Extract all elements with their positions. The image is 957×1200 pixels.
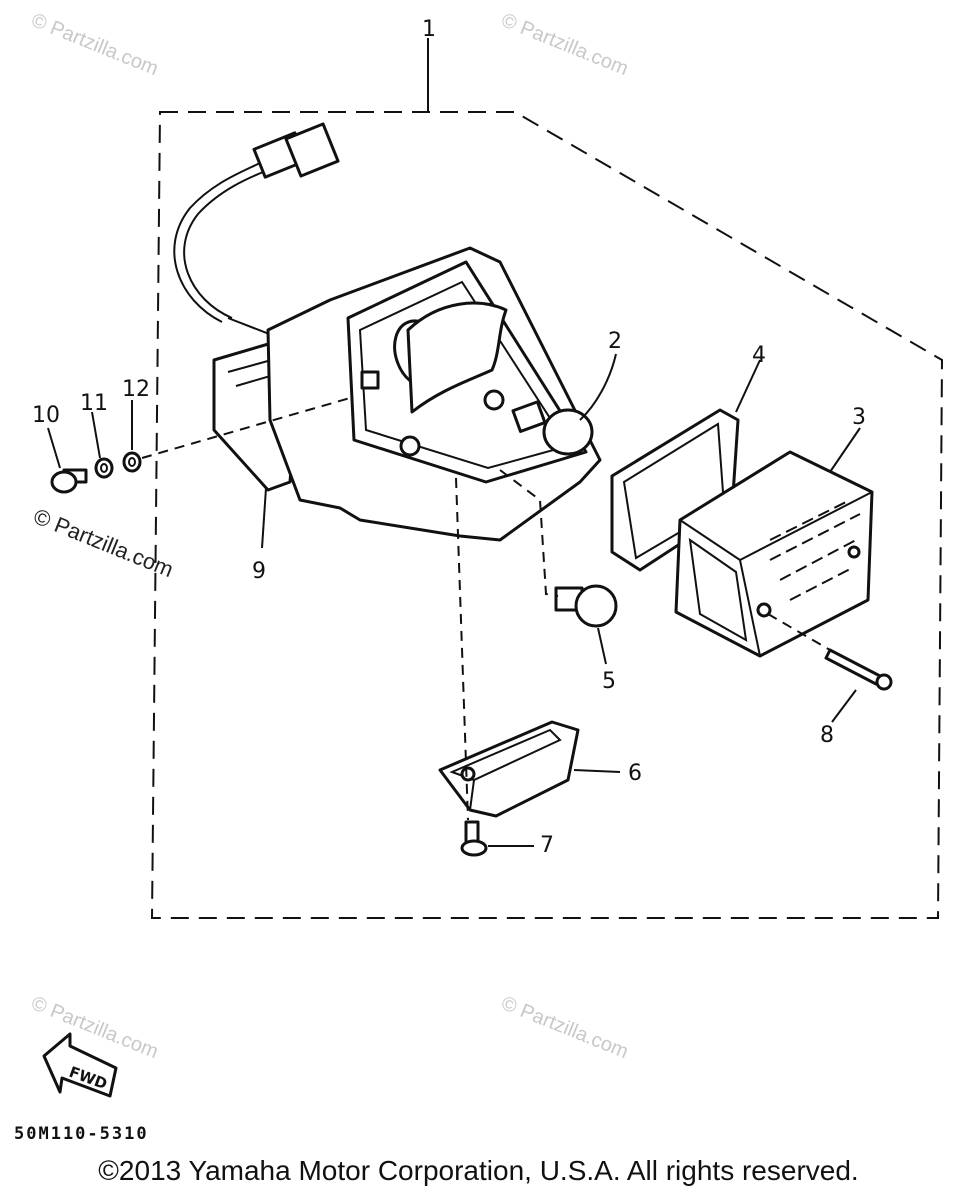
watermark-top-left: © Partzilla.com [28,9,161,80]
callout-10: 10 [32,403,60,428]
leader-7-dash [455,477,469,821]
leader-9 [261,487,267,549]
callout-9: 9 [252,559,266,584]
part-8-screw [824,648,893,691]
leader-8-dash [767,613,831,651]
part-10-screw [50,468,88,494]
callout-7: 7 [540,833,554,858]
part-7-screw [460,820,488,857]
leader-3 [829,427,861,473]
leader-5 [597,627,607,665]
leader-2 [579,353,617,421]
leader-hardware-dash [141,397,351,459]
part-11-washer [94,457,114,479]
callout-4: 4 [752,343,766,368]
copyright-notice: ©2013 Yamaha Motor Corporation, U.S.A. A… [98,1155,859,1186]
callout-12: 12 [122,377,150,402]
taillight-base [266,246,602,542]
part-2-bulb [511,400,594,456]
leader-5-dash [499,469,559,597]
watermark-bottom-right: © Partzilla.com [498,992,631,1063]
callout-8: 8 [820,723,834,748]
assembly-boundary [150,111,944,919]
callout-5: 5 [602,669,616,694]
part-5-bulb [554,584,618,628]
leader-10 [47,427,61,469]
callout-labels: 1 2 3 4 5 6 7 8 9 10 11 12 [32,17,866,858]
callout-2: 2 [608,329,622,354]
callout-6: 6 [628,761,642,786]
callout-3: 3 [852,405,866,430]
leader-8 [831,689,857,723]
part-12-washer [122,451,142,473]
leader-11 [91,411,101,459]
callout-1: 1 [422,17,436,42]
leader-4 [735,359,761,413]
wire-connector [173,122,340,347]
leader-6 [573,769,621,773]
part-6-license-lamp [438,720,580,818]
part-3-lens [674,450,874,658]
watermark-top-right: © Partzilla.com [498,9,631,80]
diagram-code: 50M110-5310 [14,1124,149,1144]
watermarks: © Partzilla.com © Partzilla.com © Partzi… [28,9,631,1063]
callout-11: 11 [80,391,108,416]
watermark-mid-left: © Partzilla.com [30,503,177,582]
